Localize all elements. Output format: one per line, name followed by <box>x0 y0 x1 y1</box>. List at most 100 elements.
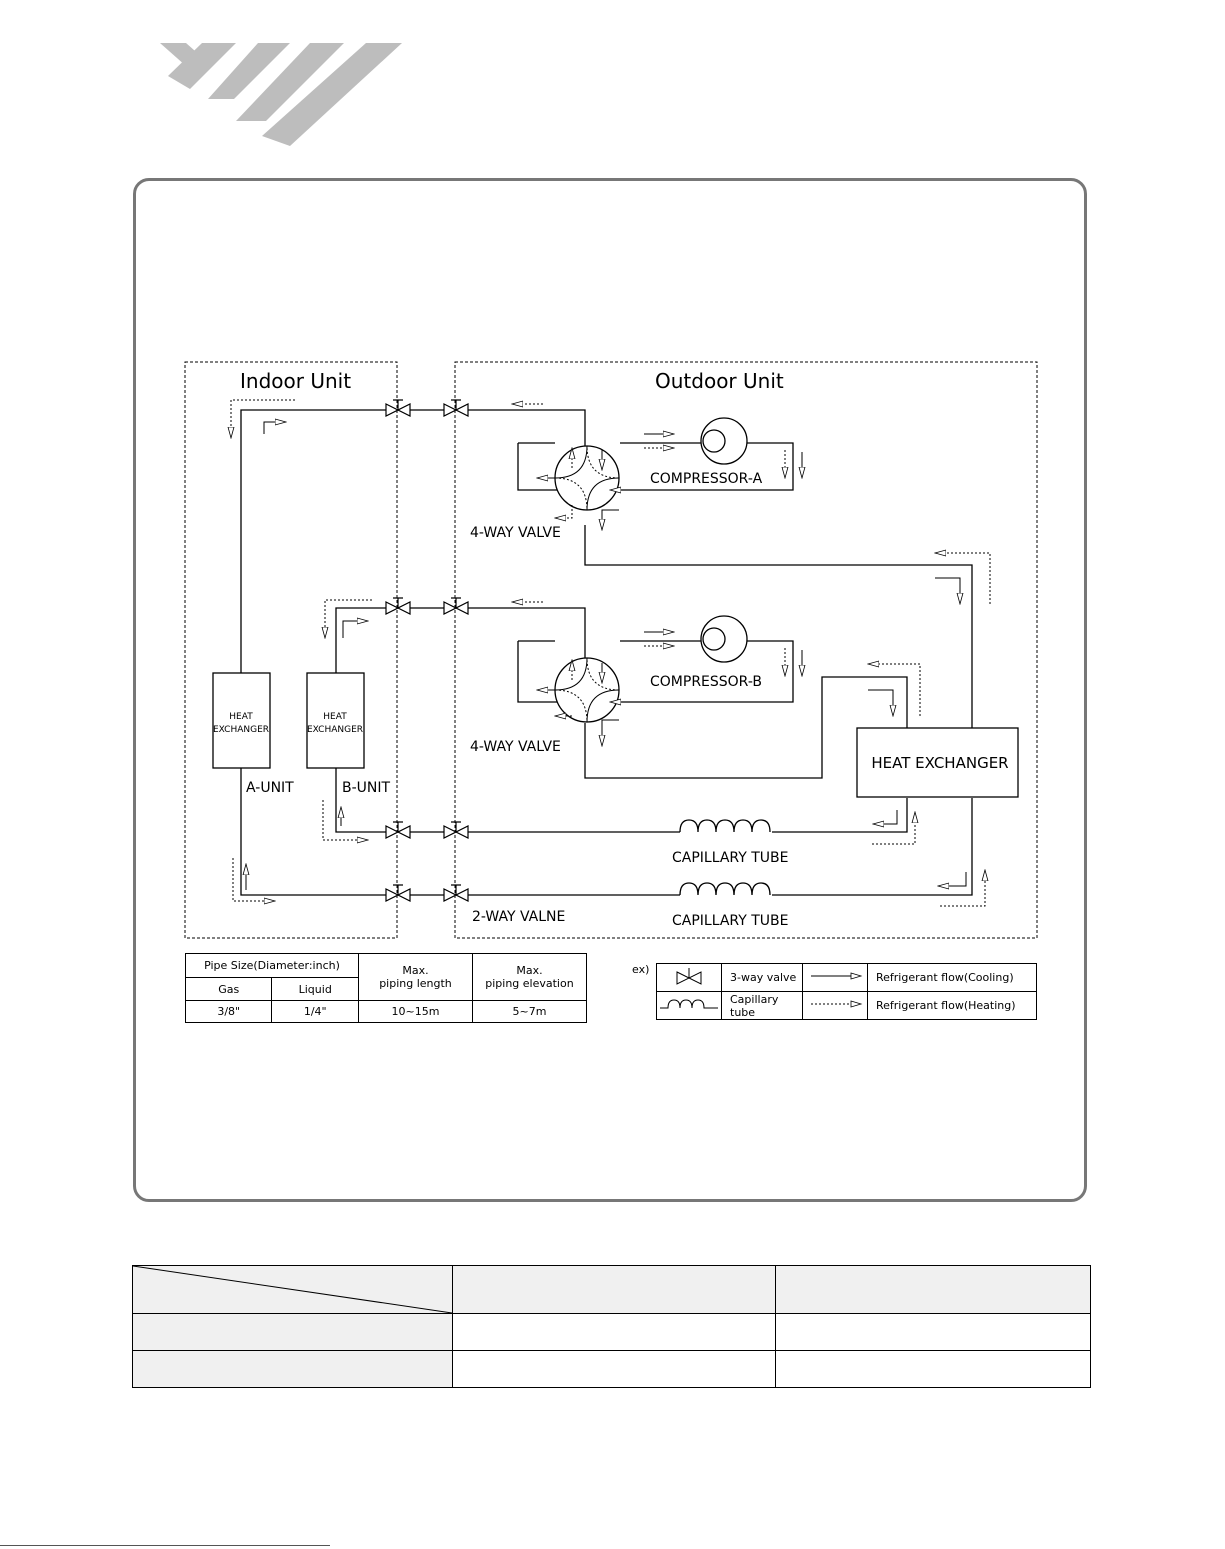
bottom-table <box>132 1265 1091 1388</box>
compressor-a-label: COMPRESSOR-A <box>650 471 763 487</box>
arrow-cool-valve-b-3 <box>602 719 619 746</box>
arrow-cool-hx-out-b <box>873 810 898 824</box>
outdoor-heat-exchanger <box>856 727 1019 798</box>
legend-heating-symbol <box>802 991 868 1020</box>
max-length-header-1: Max. <box>402 964 429 977</box>
arrow-heat-to-hx-b <box>872 812 915 845</box>
capillary-tube-b <box>679 819 771 833</box>
piping <box>240 409 973 896</box>
gas-value: 3/8" <box>184 1000 273 1023</box>
valve-indoor-1 <box>385 399 411 417</box>
two-way-valve-label: 2-WAY VALNE <box>472 909 565 925</box>
pipe-b-liquid <box>335 768 680 833</box>
compressor-b-label: COMPRESSOR-B <box>650 674 762 690</box>
arrow-cool-b-gas <box>342 621 368 638</box>
liquid-value: 1/4" <box>271 1000 359 1023</box>
liquid-header: Liquid <box>271 977 359 1001</box>
pipe-size-table: Pipe Size(Diameter:inch) Max. piping len… <box>184 953 588 1023</box>
gas-header: Gas <box>184 977 273 1001</box>
diagram-frame <box>133 178 1087 1202</box>
service-valves <box>385 399 469 902</box>
four-way-valve-a <box>554 445 620 511</box>
loop-compressor-a <box>517 442 794 491</box>
legend-table: 3-way valve Refrigerant flow(Cooling) Ca… <box>656 963 1037 1020</box>
stripe-4 <box>236 43 344 121</box>
bottom-table-header-1 <box>452 1265 776 1314</box>
arrow-heat-from-hx-a <box>935 553 991 604</box>
b-unit-label: B-UNIT <box>342 780 391 796</box>
arrow-heat-b-liquid <box>322 800 368 840</box>
bottom-table-header-2 <box>775 1265 1091 1314</box>
legend-valve-symbol <box>656 963 722 992</box>
bottom-table-row-1-cell-1 <box>452 1313 776 1351</box>
indoor-hx-a-line2: EXCHANGER <box>213 725 269 735</box>
indoor-hx-a-line1: HEAT <box>229 712 253 722</box>
valve-indoor-4 <box>385 884 411 902</box>
outdoor-unit-box <box>454 361 1038 939</box>
max-length-header: Max. piping length <box>358 953 473 1001</box>
capillary-tube-a-label: CAPILLARY TUBE <box>672 913 789 929</box>
heating-arrow-icon <box>811 1000 863 1008</box>
cooling-arrow-icon <box>811 972 863 980</box>
diagonal-divider <box>133 1266 452 1313</box>
stripe-3 <box>208 43 290 99</box>
legend-capillary-symbol <box>656 991 722 1020</box>
pipe-valve-b-to-hx <box>584 676 908 779</box>
max-length-value: 10~15m <box>358 1000 473 1023</box>
valve-indoor-3 <box>385 821 411 839</box>
arrow-cool-a-gas <box>263 422 286 434</box>
max-elevation-header: Max. piping elevation <box>471 953 588 1001</box>
four-way-valve-a-label: 4-WAY VALVE <box>470 525 561 541</box>
legend-capillary-label: Capillary tube <box>721 991 803 1020</box>
stripe-5 <box>262 43 402 146</box>
four-way-valve-b <box>554 657 620 723</box>
arrow-heat-to-hx-a <box>940 870 985 907</box>
arrow-heat-a-gas <box>231 399 295 438</box>
bottom-table-corner-cell <box>132 1265 453 1314</box>
bottom-table-row-1-label <box>132 1313 453 1351</box>
capillary-tube-a <box>679 882 771 896</box>
arrow-heat-b-gas <box>325 599 372 638</box>
stripes-logo <box>160 43 402 146</box>
max-length-header-2: piping length <box>379 977 452 990</box>
pipe-outdoor-b-liquid <box>772 798 908 833</box>
valve-outdoor-2 <box>443 597 469 615</box>
stripe-2 <box>168 43 236 89</box>
bottom-table-row-2-cell-2 <box>775 1350 1091 1388</box>
max-elevation-value: 5~7m <box>471 1000 588 1023</box>
heating-flow-arrows <box>231 399 991 907</box>
pipe-outdoor-a-liquid <box>772 798 973 896</box>
arrow-cool-to-hx-b <box>868 689 893 716</box>
bottom-table-row-2-label <box>132 1350 453 1388</box>
compressor-b-symbol <box>700 615 748 663</box>
legend-heating-label: Refrigerant flow(Heating) <box>867 991 1037 1020</box>
indoor-hx-b-line1: HEAT <box>323 712 347 722</box>
outdoor-unit-title: Outdoor Unit <box>655 369 784 393</box>
indoor-unit-box <box>184 361 398 939</box>
pipe-valve-a-to-hx <box>584 525 973 728</box>
arrow-cool-hx-out-a <box>938 872 967 886</box>
legend-valve-label: 3-way valve <box>721 963 803 992</box>
capillary-tube-b-label: CAPILLARY TUBE <box>672 850 789 866</box>
legend-prefix: ex) <box>632 963 650 976</box>
valve-outdoor-4 <box>443 884 469 902</box>
arrow-heat-valve-a-2 <box>555 505 573 518</box>
pipe-size-header: Pipe Size(Diameter:inch) <box>185 953 359 978</box>
outdoor-hx-label: HEAT EXCHANGER <box>871 754 1008 772</box>
three-way-valve-icon <box>676 968 702 985</box>
legend-cooling-label: Refrigerant flow(Cooling) <box>867 963 1037 992</box>
max-elevation-header-2: piping elevation <box>485 977 574 990</box>
max-elevation-header-1: Max. <box>516 964 543 977</box>
compressor-a-symbol <box>700 417 748 465</box>
loop-compressor-b <box>517 640 794 703</box>
pipe-a-liquid <box>240 768 680 896</box>
bottom-table-row-1-cell-2 <box>775 1313 1091 1351</box>
footer-rule <box>0 1545 330 1546</box>
four-way-valve-b-label: 4-WAY VALVE <box>470 739 561 755</box>
legend-cooling-symbol <box>802 963 868 992</box>
valve-outdoor-3 <box>443 821 469 839</box>
capillary-tube-icon <box>660 999 718 1009</box>
bottom-table-row-2-cell-1 <box>452 1350 776 1388</box>
pipe-a-gas <box>240 409 586 673</box>
